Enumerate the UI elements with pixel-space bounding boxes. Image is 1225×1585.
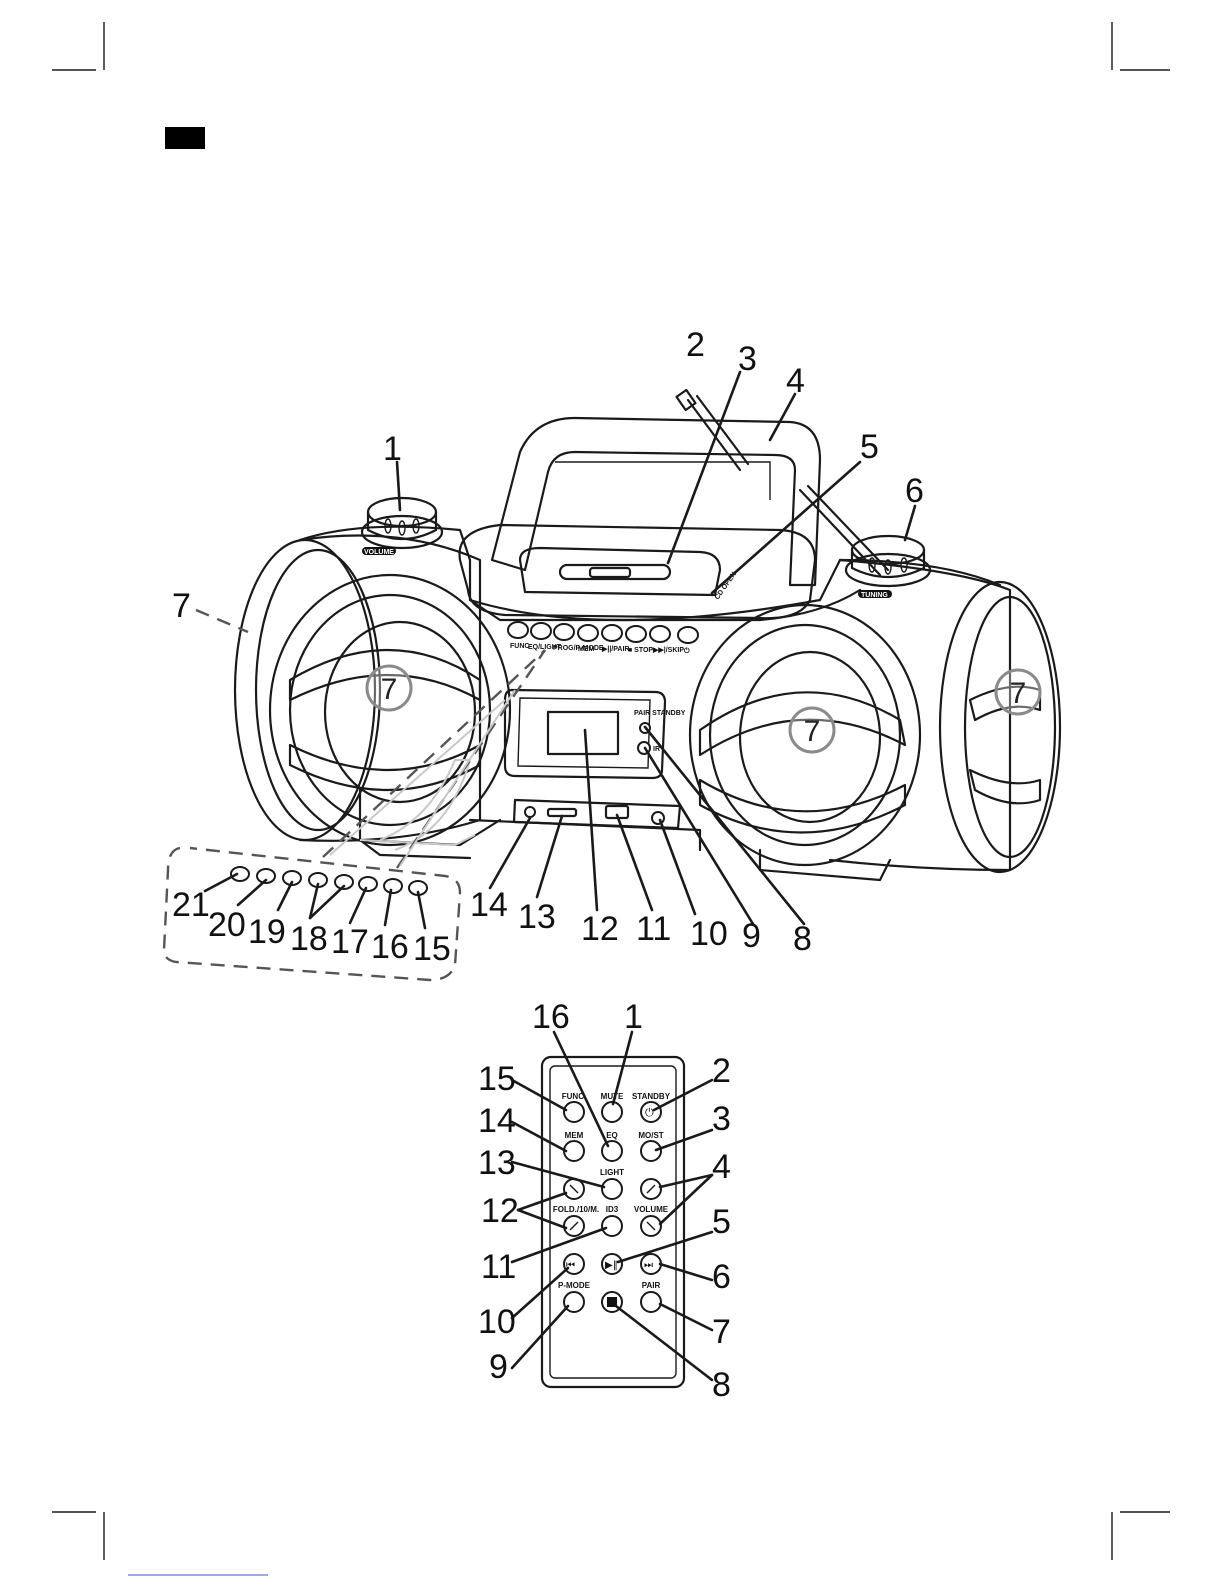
remote-mute-label: MUTE <box>601 1092 624 1101</box>
mem-label: MEM <box>578 646 595 653</box>
callout-4: 4 <box>786 362 805 400</box>
play-label: ▶||/PAIR <box>601 646 629 653</box>
unit-play-button[interactable] <box>626 626 646 642</box>
remote-callout-3: 3 <box>712 1100 731 1138</box>
callout-18: 18 <box>290 920 328 958</box>
unit-prog-button[interactable] <box>554 624 574 640</box>
callout-12: 12 <box>581 910 619 948</box>
remote-func-button[interactable] <box>564 1102 584 1122</box>
control-button-row: FUNC EQ/LIGHT PROG/P-MODE MEM ▶||/PAIR ■… <box>508 622 698 655</box>
remote-eq-button[interactable] <box>602 1141 622 1161</box>
power-icon: ⏻ <box>645 1106 654 1119</box>
skip-label: ▶▶|/SKIP <box>652 647 684 654</box>
callout-16: 16 <box>371 928 409 966</box>
power-label: ⏻ <box>684 647 690 655</box>
unit-mem-button[interactable] <box>578 625 598 641</box>
remote-callout-13: 13 <box>478 1144 516 1182</box>
right-speaker-housing <box>690 560 1060 872</box>
callout-21: 21 <box>172 886 210 924</box>
unit-skip-back-button[interactable] <box>602 625 622 641</box>
callout-10: 10 <box>690 915 728 953</box>
remote-callout-14: 14 <box>478 1102 516 1140</box>
callout-7-side: 7 <box>1010 677 1027 710</box>
remote-callout-16: 16 <box>532 998 570 1036</box>
boombox-illustration: CD OPEN VOLUME <box>164 390 1060 980</box>
remote-callout-6: 6 <box>712 1258 731 1296</box>
remote-callout-numbers: 1 2 3 4 5 6 7 8 9 10 11 12 13 14 15 16 <box>478 998 731 1404</box>
volume-label: VOLUME <box>364 549 394 556</box>
unit-func-button[interactable] <box>508 622 528 638</box>
remote-pair-label: PAIR <box>642 1281 661 1290</box>
next-icon: ⏭ <box>644 1260 653 1271</box>
callout-6: 6 <box>905 472 924 510</box>
unit-stop-button[interactable] <box>650 626 670 642</box>
aux-in-jack[interactable] <box>525 807 535 817</box>
callout-1: 1 <box>383 430 402 468</box>
carry-handle <box>492 418 820 585</box>
remote-pmode-label: P-MODE <box>558 1281 591 1290</box>
callout-20: 20 <box>208 906 246 944</box>
speaker-circle-callouts: 7 7 7 <box>367 666 1040 752</box>
callout-13: 13 <box>518 898 556 936</box>
remote-callout-5: 5 <box>712 1203 731 1241</box>
unit-eq-light-button[interactable] <box>531 623 551 639</box>
callout-17: 17 <box>331 923 369 961</box>
remote-id3-label: ID3 <box>606 1205 619 1214</box>
remote-fold-label: FOLD./10/M. <box>553 1205 599 1214</box>
remote-callout-10: 10 <box>478 1303 516 1341</box>
remote-most-label: MO/ST <box>638 1131 663 1140</box>
lcd-display <box>548 712 618 754</box>
func-label: FUNC <box>510 643 529 650</box>
callout-7-right: 7 <box>804 715 821 748</box>
callout-14: 14 <box>470 886 508 924</box>
unit-power-button[interactable] <box>678 627 698 643</box>
callout-3: 3 <box>738 340 757 378</box>
language-tab <box>165 127 205 149</box>
callout-11: 11 <box>636 910 671 948</box>
remote-light-button[interactable] <box>602 1179 622 1199</box>
remote-callout-1: 1 <box>624 998 643 1036</box>
callout-9: 9 <box>742 917 761 955</box>
remote-callout-8: 8 <box>712 1366 731 1404</box>
tuning-label: TUNING <box>861 592 888 599</box>
remote-pair-button[interactable] <box>641 1292 661 1312</box>
callout-15: 15 <box>413 930 451 968</box>
pair-standby-label: PAIR STANDBY <box>634 710 686 717</box>
play-pause-icon: ▶‖ <box>605 1260 618 1271</box>
remote-most-button[interactable] <box>641 1141 661 1161</box>
remote-callout-9: 9 <box>489 1348 508 1386</box>
zoom-func-button[interactable] <box>231 867 249 881</box>
stop-label: ■ STOP <box>628 647 653 654</box>
zoom-stop-button[interactable] <box>359 877 377 891</box>
zoom-play-button[interactable] <box>384 879 402 893</box>
remote-volume-label: VOLUME <box>634 1205 669 1214</box>
remote-callout-12: 12 <box>481 1192 519 1230</box>
callout-8: 8 <box>793 920 812 958</box>
crop-marks <box>52 22 1170 1575</box>
callout-19: 19 <box>248 913 286 951</box>
remote-callout-7: 7 <box>712 1313 731 1351</box>
callout-7: 7 <box>172 587 191 625</box>
remote-callout-2: 2 <box>712 1052 731 1090</box>
remote-light-label: LIGHT <box>600 1168 624 1177</box>
front-ports <box>514 800 680 828</box>
cd-compartment: CD OPEN <box>460 525 816 618</box>
ir-label: IR <box>653 746 660 753</box>
callout-2: 2 <box>686 326 705 364</box>
remote-id3-button[interactable] <box>602 1216 622 1236</box>
callout-7-left: 7 <box>381 673 398 706</box>
remote-callout-4: 4 <box>712 1148 731 1186</box>
remote-callout-15: 15 <box>478 1060 516 1098</box>
remote-standby-label: STANDBY <box>632 1092 671 1101</box>
remote-mem-label: MEM <box>565 1131 584 1140</box>
remote-mute-button[interactable] <box>602 1102 622 1122</box>
callout-5: 5 <box>860 428 879 466</box>
display-panel: PAIR STANDBY IR <box>505 690 686 778</box>
remote-eq-label: EQ <box>606 1131 618 1140</box>
remote-callout-11: 11 <box>481 1248 516 1286</box>
